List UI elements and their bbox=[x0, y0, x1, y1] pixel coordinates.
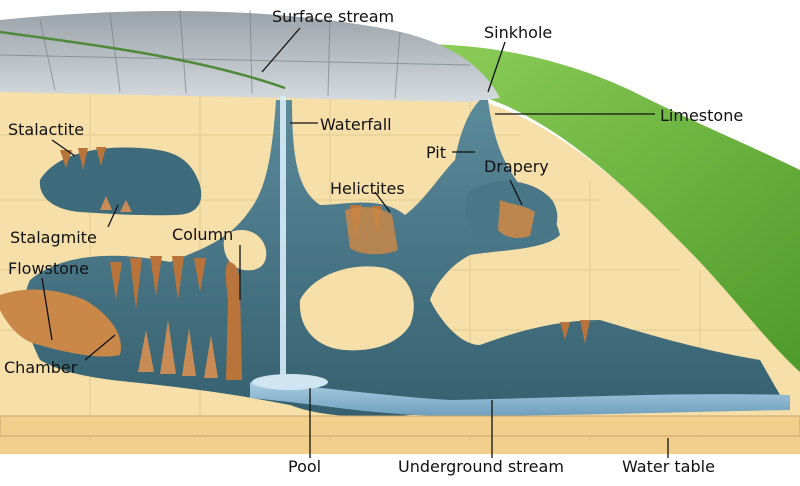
label-stalagmite: Stalagmite bbox=[10, 228, 97, 247]
surface-slab bbox=[0, 10, 500, 103]
cave-system bbox=[24, 100, 780, 417]
water-table-band bbox=[0, 415, 800, 437]
surface-stream-channel bbox=[0, 30, 286, 90]
label-limestone: Limestone bbox=[660, 106, 743, 125]
label-pit: Pit bbox=[426, 143, 446, 162]
drapery-formation bbox=[498, 200, 535, 238]
label-column: Column bbox=[172, 225, 233, 244]
label-leaders bbox=[41, 27, 669, 458]
label-waterfall: Waterfall bbox=[320, 115, 392, 134]
column-recess bbox=[223, 230, 267, 271]
flowstone-mass bbox=[0, 289, 121, 357]
label-surface-stream: Surface stream bbox=[272, 7, 394, 26]
stalactite-chamber bbox=[39, 147, 202, 216]
surface-cracks bbox=[0, 9, 471, 99]
underground-stream-water bbox=[250, 382, 790, 416]
label-sinkhole: Sinkhole bbox=[484, 23, 552, 42]
pool-water bbox=[252, 374, 328, 390]
grass-hill bbox=[392, 44, 800, 372]
cave-rock-pillar bbox=[299, 266, 414, 351]
label-underground-stream: Underground stream bbox=[398, 457, 564, 476]
helictite-formation bbox=[345, 207, 398, 255]
label-stalactite: Stalactite bbox=[8, 120, 84, 139]
column-formation bbox=[225, 262, 242, 380]
label-helictites: Helictites bbox=[330, 179, 405, 198]
label-flowstone: Flowstone bbox=[8, 259, 89, 278]
waterfall-stream bbox=[280, 96, 286, 378]
label-chamber: Chamber bbox=[4, 358, 78, 377]
label-water-table: Water table bbox=[622, 457, 715, 476]
label-pool: Pool bbox=[288, 457, 321, 476]
label-drapery: Drapery bbox=[484, 157, 549, 176]
stalagmites bbox=[100, 196, 218, 378]
